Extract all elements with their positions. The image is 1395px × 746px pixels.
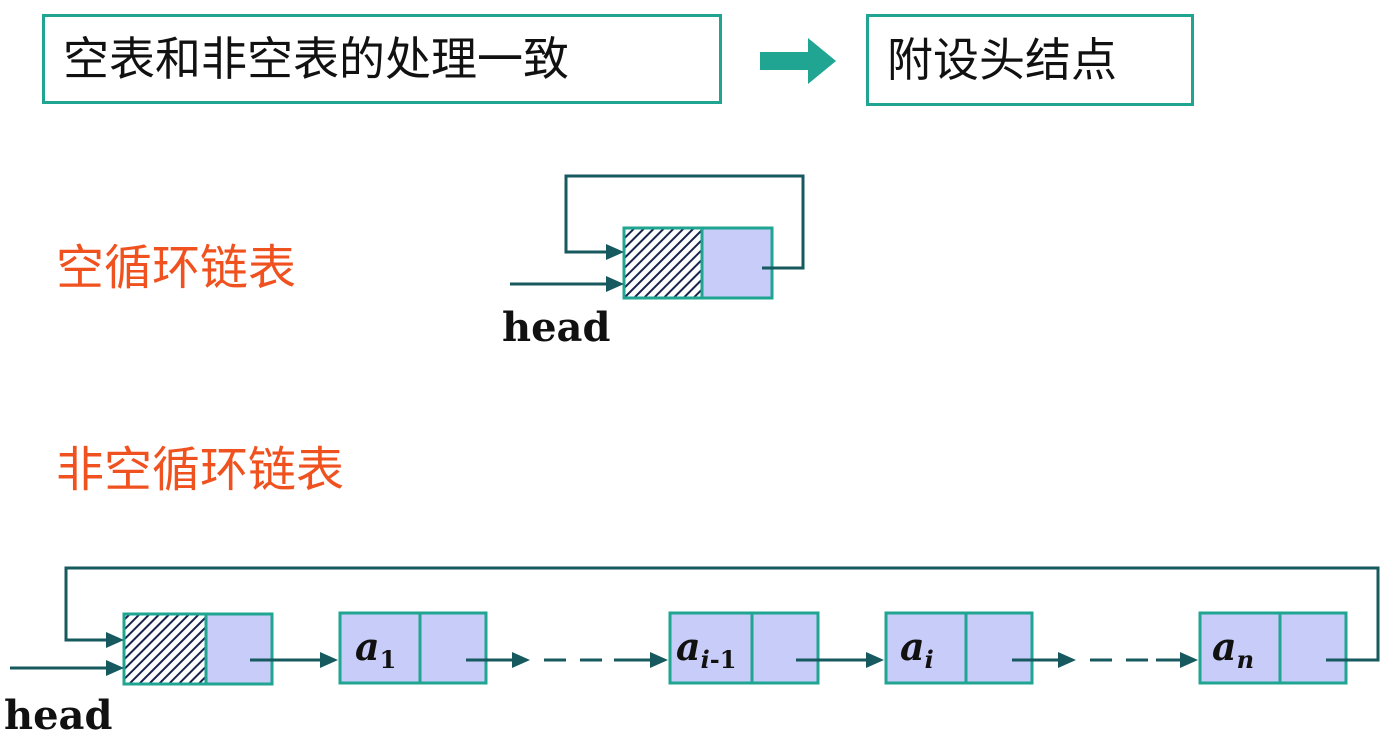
header-right-box: 附设头结点 bbox=[866, 14, 1194, 106]
header-left-text: 空表和非空表的处理一致 bbox=[63, 32, 569, 86]
link-ai-minus-1-to-ai bbox=[796, 652, 884, 668]
nonempty-head-node bbox=[122, 612, 274, 686]
nonempty-loop-arrowhead bbox=[106, 632, 124, 648]
header-right-text: 附设头结点 bbox=[887, 33, 1117, 87]
node-a1-label: a1 bbox=[355, 624, 397, 674]
node-an bbox=[1198, 611, 1348, 685]
node-a1 bbox=[338, 611, 488, 685]
link-a1-dashed bbox=[466, 652, 668, 668]
head-node-next-cell bbox=[204, 612, 274, 686]
nonempty-head-label: head bbox=[4, 692, 113, 739]
node-ai-minus-1 bbox=[668, 611, 820, 685]
head-node-hatched-cell bbox=[122, 612, 208, 686]
empty-loop-arrowhead bbox=[606, 244, 624, 260]
head-node-hatched-cell bbox=[622, 226, 704, 300]
header-left-box: 空表和非空表的处理一致 bbox=[42, 14, 722, 104]
empty-head-label: head bbox=[502, 304, 611, 351]
node-ai-minus-1-label: ai-1 bbox=[676, 624, 737, 674]
head-node-next-cell bbox=[700, 226, 774, 300]
node-ai-label: ai bbox=[900, 624, 934, 674]
link-head-to-a1 bbox=[250, 652, 338, 668]
nonempty-loop-path bbox=[64, 566, 1380, 662]
empty-head-pointer-arrowhead bbox=[606, 276, 624, 292]
link-ai-dashed bbox=[1012, 652, 1198, 668]
node-an-label: an bbox=[1212, 624, 1255, 674]
nonempty-section-label: 非空循环链表 bbox=[56, 442, 345, 498]
empty-head-node bbox=[622, 226, 774, 300]
empty-loop-path bbox=[564, 174, 805, 270]
header-arrow-icon bbox=[760, 38, 836, 84]
nonempty-head-pointer-arrowhead bbox=[106, 660, 124, 676]
node-ai bbox=[884, 611, 1034, 685]
empty-section-label: 空循环链表 bbox=[56, 240, 297, 296]
